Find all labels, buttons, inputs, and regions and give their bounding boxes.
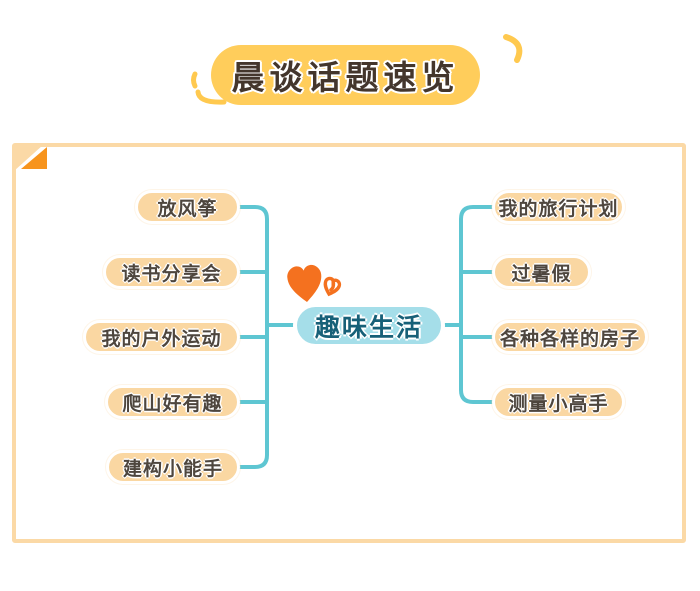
page-title: 晨谈话题速览 <box>231 58 460 97</box>
right-branch-houses[interactable]: 各种各样的房子 <box>492 320 648 354</box>
heart-outline-icon <box>323 276 342 297</box>
branch-label: 各种各样的房子 <box>499 327 640 350</box>
right-branch-measuring[interactable]: 测量小高手 <box>492 385 625 419</box>
branch-label: 我的旅行计划 <box>498 197 619 220</box>
left-branch-construction[interactable]: 建构小能手 <box>106 450 240 484</box>
branch-label: 测量小高手 <box>508 392 609 415</box>
center-node-label: 趣味生活 <box>314 312 423 342</box>
hearts-decoration <box>287 264 342 303</box>
left-branch-outdoor-sports[interactable]: 我的户外运动 <box>83 320 240 354</box>
mindmap-card: 趣味生活 放风筝 读书分享会 我的户外运动 爬山好有趣 建构小能手 我的旅行计划… <box>12 143 686 543</box>
folded-corner-icon <box>14 145 47 171</box>
title-swoosh-right-icon <box>503 34 523 63</box>
title-swoosh-left-icon <box>191 71 227 105</box>
branch-label: 爬山好有趣 <box>122 392 223 415</box>
branch-label: 我的户外运动 <box>101 327 222 350</box>
heart-solid-icon <box>287 264 322 303</box>
branch-label: 过暑假 <box>511 262 572 285</box>
branch-label: 读书分享会 <box>121 262 222 285</box>
right-branch-travel-plan[interactable]: 我的旅行计划 <box>492 190 625 224</box>
left-branch-book-sharing[interactable]: 读书分享会 <box>103 255 240 289</box>
branch-label: 建构小能手 <box>122 457 223 480</box>
title-badge: 晨谈话题速览 <box>211 45 480 105</box>
right-branch-summer-vacation[interactable]: 过暑假 <box>492 255 591 289</box>
left-branch-mountain-climbing[interactable]: 爬山好有趣 <box>105 385 240 419</box>
left-branch-kite[interactable]: 放风筝 <box>135 190 240 224</box>
center-node[interactable]: 趣味生活 <box>293 303 445 348</box>
branch-label: 放风筝 <box>157 197 218 220</box>
